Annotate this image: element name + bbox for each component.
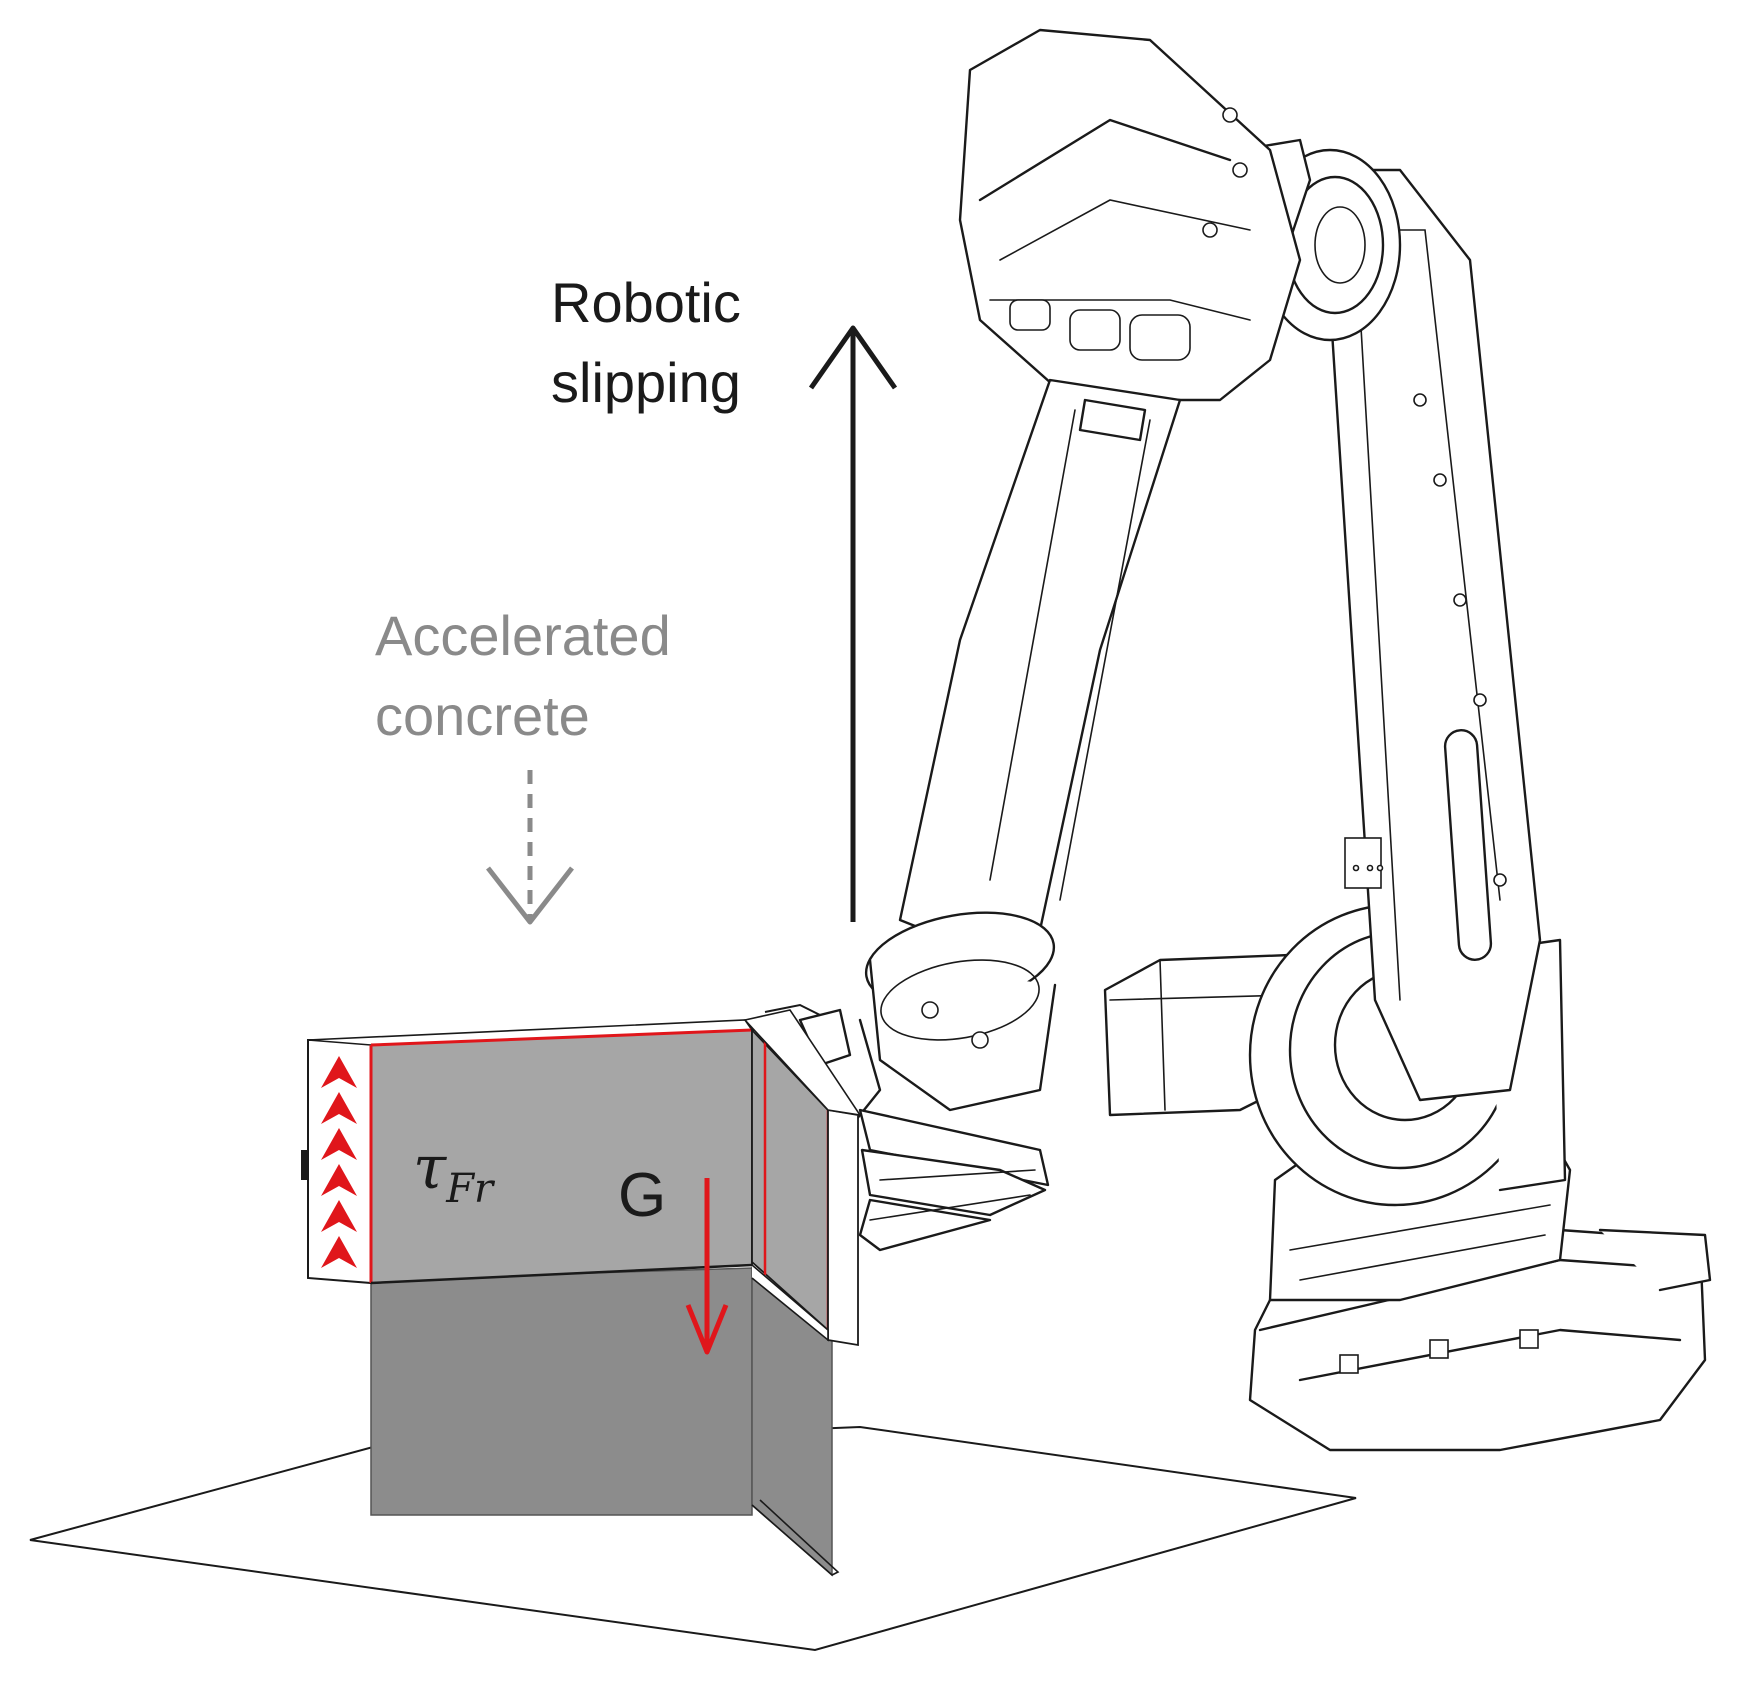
cast-concrete-wall: [370, 1267, 753, 1516]
accelerated-concrete-label-line1: Accelerated: [375, 604, 671, 667]
arrow-down-dotted-icon: [486, 770, 574, 925]
tau-subscript: Fr: [445, 1166, 496, 1212]
chevron-up-stack-icon: [321, 1056, 357, 1268]
accelerated-concrete-label-line2: concrete: [375, 684, 590, 747]
tau-symbol: τ: [413, 1133, 447, 1203]
arrow-down-icon: [685, 1178, 729, 1355]
gravity-label: G: [618, 1161, 666, 1230]
friction-stress-label: τFr: [413, 1133, 496, 1212]
robotic-slipping-label-line2: slipping: [551, 351, 741, 414]
robotic-slipping-label-line1: Robotic: [551, 271, 741, 334]
ground-plane: [29, 1425, 1357, 1652]
arrow-up-icon: [808, 325, 898, 922]
industrial-robot-arm-icon: [798, 28, 1712, 1452]
formwork-icon: [301, 1003, 862, 1577]
